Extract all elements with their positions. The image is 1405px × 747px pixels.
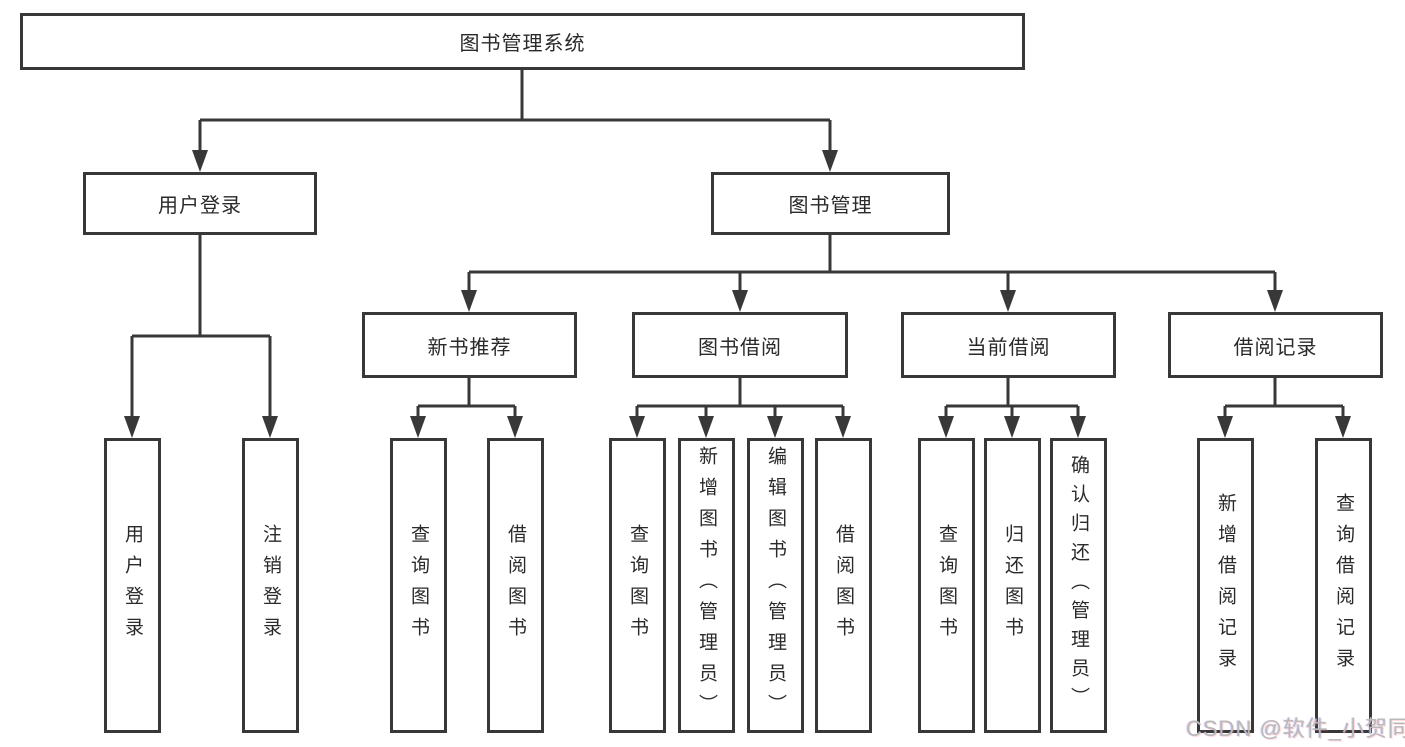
node-book-borrowing-label: 图书借阅 [698,336,782,359]
leaf-query-books-borrow-label: 查询图书 [627,523,648,648]
leaf-return-books-label: 归还图书 [1002,523,1023,648]
leaf-query-borrow-record: 查询借阅记录 [1315,438,1372,733]
node-current-borrowing: 当前借阅 [901,312,1116,378]
node-new-book-recommendation-label: 新书推荐 [427,336,512,359]
node-new-book-recommendation: 新书推荐 [362,312,577,378]
leaf-query-books-recommend-label: 查询图书 [408,523,429,648]
node-book-management: 图书管理 [711,172,950,235]
leaf-query-books-recommend: 查询图书 [390,438,447,733]
leaf-query-books-borrow: 查询图书 [609,438,666,733]
leaf-logout: 注销登录 [242,438,299,733]
node-book-borrowing: 图书借阅 [632,312,848,378]
leaf-user-login: 用户登录 [104,438,161,733]
leaf-add-books-admin: 新增图书（管理员） [678,438,735,733]
node-borrowing-records-label: 借阅记录 [1233,336,1318,359]
leaf-add-borrow-record-label: 新增借阅记录 [1215,492,1236,679]
node-root-label: 图书管理系统 [459,33,586,55]
leaf-borrow-books: 借阅图书 [815,438,872,733]
node-book-management-label: 图书管理 [788,195,873,217]
leaf-query-books-current: 查询图书 [918,438,975,733]
leaf-query-borrow-record-label: 查询借阅记录 [1333,492,1354,679]
leaf-logout-label: 注销登录 [260,523,281,648]
leaf-edit-books-admin: 编辑图书（管理员） [747,438,804,733]
node-user-login-label: 用户登录 [158,195,242,217]
leaf-borrow-books-recommend: 借阅图书 [487,438,544,733]
leaf-edit-books-admin-label: 编辑图书（管理员） [765,446,786,725]
node-user-login: 用户登录 [83,172,317,235]
leaf-add-books-admin-label: 新增图书（管理员） [696,446,717,725]
node-root: 图书管理系统 [20,13,1025,70]
watermark: CSDN @软件_小贺同学 [1186,716,1405,741]
leaf-borrow-books-label: 借阅图书 [833,523,854,648]
leaf-add-borrow-record: 新增借阅记录 [1197,438,1254,733]
leaf-query-books-current-label: 查询图书 [936,523,957,648]
leaf-return-books: 归还图书 [984,438,1041,733]
node-current-borrowing-label: 当前借阅 [966,336,1051,359]
leaf-confirm-return-admin: 确认归还（管理员） [1050,438,1107,733]
node-borrowing-records: 借阅记录 [1168,312,1383,378]
leaf-user-login-label: 用户登录 [122,523,143,648]
leaf-confirm-return-admin-label: 确认归还（管理员） [1068,455,1089,716]
arrowhead-icons [124,150,1351,438]
leaf-borrow-books-recommend-label: 借阅图书 [505,523,526,648]
